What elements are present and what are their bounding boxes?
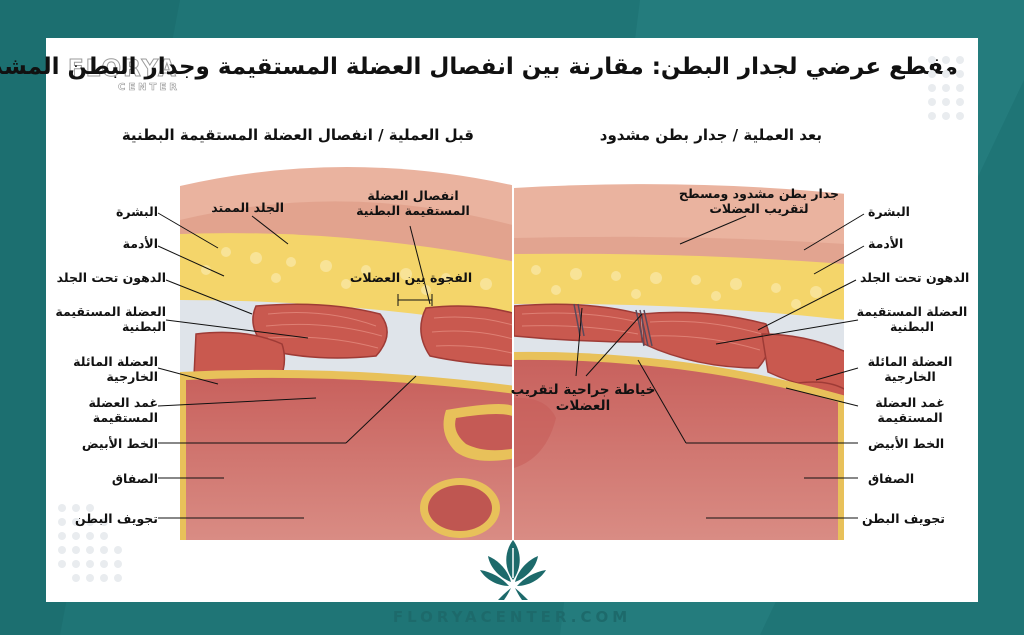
label-tight-wall: جدار بطن مشدود ومسطح لتقريب العضلات [678, 186, 840, 216]
label-right-linea-alba: الخط الأبيض [868, 436, 945, 451]
label-right-subcutaneous-fat: الدهون تحت الجلد [860, 270, 970, 285]
label-left-subcutaneous-fat: الدهون تحت الجلد [56, 270, 166, 285]
label-stretched-skin: الجلد الممتد [211, 200, 284, 215]
label-left-linea-alba: الخط الأبيض [81, 436, 158, 451]
dots-decoration-top [928, 56, 964, 120]
cross-section-illustration [157, 167, 865, 540]
label-right-dermis: الأدمة [868, 236, 904, 251]
label-sutures: خياطة جراحية لتقريب العضلات [510, 382, 656, 415]
label-right-peritoneum: الصفاق [868, 471, 915, 486]
heading-after: بعد العملية / جدار بطن مشدود [599, 126, 822, 144]
label-right-rectus: العضلة المستقيمة البطنية [856, 304, 968, 334]
label-right-rectus-sheath: غمد العضلة المستقيمة [875, 395, 945, 425]
before-section [180, 167, 512, 540]
label-right-cavity: تجويف البطن [862, 511, 945, 526]
label-left-external-oblique: العضلة المائلة الخارجية [73, 354, 158, 384]
label-left-rectus: العضلة المستقيمة البطنية [55, 304, 166, 334]
label-diastasis: انفصال العضلة المستقيمة البطنية [356, 188, 470, 218]
watermark-brand: FLORYA [68, 56, 178, 83]
diagram-card: FLORYA CENTER مقطع عرضي لجدار البطن: مقا… [0, 38, 978, 626]
after-section [514, 184, 844, 540]
page-title: مقطع عرضي لجدار البطن: مقارنة بين انفصال… [0, 54, 958, 80]
label-right-external-oblique: العضلة المائلة الخارجية [867, 354, 953, 384]
label-left-rectus-sheath: غمد العضلة المستقيمة [88, 395, 158, 425]
label-muscle-gap: الفجوة بين العضلات [349, 270, 473, 285]
label-left-dermis: الأدمة [122, 236, 158, 251]
label-left-epidermis: البشرة [116, 204, 158, 219]
florya-logo-icon [480, 540, 546, 600]
footer-website: FLORYACENTER.COM [392, 608, 632, 626]
label-left-peritoneum: الصفاق [111, 471, 158, 486]
label-left-cavity: تجويف البطن [75, 511, 158, 526]
heading-before: قبل العملية / انفصال العضلة المستقيمة ال… [121, 126, 474, 144]
leader-lines [157, 212, 865, 519]
watermark-sub: CENTER [118, 82, 180, 94]
label-right-epidermis: البشرة [868, 204, 910, 219]
dots-decoration-bottom [58, 504, 122, 582]
